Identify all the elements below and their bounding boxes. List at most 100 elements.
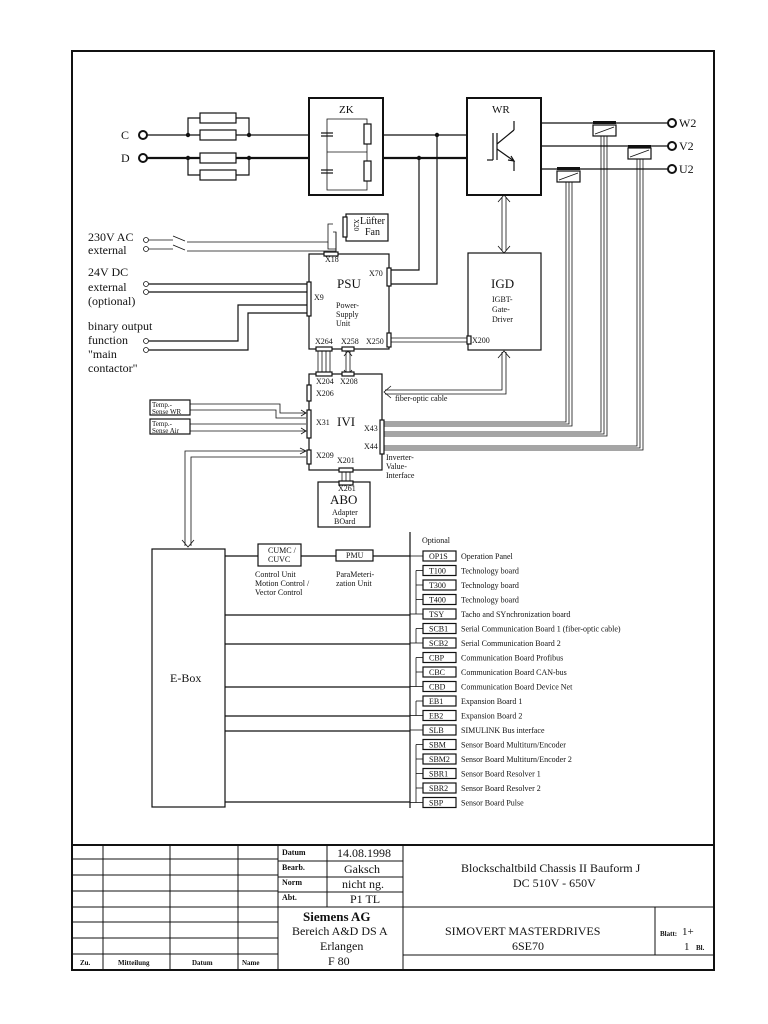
- option-module-box: [422, 666, 457, 678]
- output-v2-label: V2: [679, 139, 694, 153]
- fan-label-en: Fan: [365, 227, 380, 238]
- company-line-3: F 80: [328, 954, 350, 968]
- binary-output-sub3: contactor": [88, 361, 138, 375]
- option-module-box: [422, 680, 457, 693]
- option-module-code: SBM: [429, 741, 446, 750]
- cumc-desc-2: Motion Control /: [255, 579, 310, 588]
- wr-igd-link-icon: [497, 194, 511, 254]
- field-datum-label: Datum: [282, 848, 306, 857]
- option-module-code: CBC: [429, 668, 445, 677]
- ivi-x208-label: X208: [340, 377, 358, 386]
- psu-x258-label: X258: [341, 337, 359, 346]
- sensor-cables: [382, 136, 644, 451]
- pmu-desc-2: zation Unit: [336, 579, 373, 588]
- igd-desc-3: Driver: [492, 315, 513, 324]
- pmu-block: PMU: [335, 549, 374, 562]
- ebox-ivi-link: [181, 447, 307, 548]
- fuse-group-c-icon: [185, 112, 252, 141]
- option-module-description: Sensor Board Resolver 1: [461, 770, 541, 779]
- sheet-total-label: Bl.: [696, 944, 705, 952]
- option-module-code: SCB1: [429, 625, 448, 634]
- abo-title: ABO: [330, 492, 357, 507]
- ebox-label: E-Box: [170, 671, 201, 685]
- sheet-total: 1: [684, 941, 690, 953]
- option-module-code: SBR1: [429, 770, 448, 779]
- option-module-code: SBM2: [429, 755, 450, 764]
- cumc-label-1: CUMC /: [268, 546, 297, 555]
- ivi-x209-label: X209: [316, 451, 334, 460]
- terminal-c-icon: [138, 130, 148, 140]
- optional-header: Optional: [422, 536, 451, 545]
- option-module-box: [422, 782, 457, 794]
- option-module-code: TSY: [429, 610, 444, 619]
- ivi-desc-2: Value-: [386, 462, 407, 471]
- current-sensor-u2-icon: [556, 167, 581, 183]
- dc-input-label: 24V DC: [88, 265, 128, 279]
- option-module-code: SLB: [429, 726, 444, 735]
- rev-header-name: Name: [242, 959, 260, 967]
- option-module-box: [422, 724, 457, 736]
- ivi-x44-label: X44: [364, 442, 378, 451]
- psu-desc-3: Unit: [336, 319, 351, 328]
- option-module-code: T100: [429, 567, 446, 576]
- psu-ivi-links: [317, 350, 353, 376]
- option-module-box: [422, 738, 457, 751]
- psu-x264-label: X264: [315, 337, 333, 346]
- psu-x70-label: X70: [369, 269, 383, 278]
- option-module-box: [422, 593, 457, 606]
- temp-sense-wr-block: Temp.- Sense WR: [149, 399, 191, 416]
- company-line-1: Bereich A&D DS A: [292, 924, 388, 938]
- fan-block: X20 Lüfter Fan: [342, 213, 389, 242]
- company-name: Siemens AG: [303, 909, 371, 924]
- temp-wr-line1: Temp.-: [152, 401, 173, 409]
- ivi-desc-1: Inverter-: [386, 453, 414, 462]
- option-module-description: Communication Board Device Net: [461, 683, 573, 692]
- option-module-description: Technology board: [461, 567, 519, 576]
- option-module-box: [422, 550, 457, 562]
- igd-title: IGD: [491, 276, 514, 291]
- option-module-box: [422, 709, 457, 722]
- output-u2-terminal-icon: [667, 164, 677, 174]
- option-module-code: EB2: [429, 712, 443, 721]
- ivi-block: X204 X208 X206 X31 IVI X43 X44 X209 X201: [306, 371, 385, 473]
- temp-air-line2: Sense Air: [152, 427, 180, 435]
- temp-sense-air-block: Temp.- Sense Air: [149, 418, 191, 435]
- option-module-description: Serial Communication Board 2: [461, 639, 561, 648]
- temp-air-line1: Temp.-: [152, 420, 173, 428]
- pmu-desc-1: ParaMeteri-: [336, 570, 375, 579]
- field-abt-label: Abt.: [282, 893, 297, 902]
- terminal-d-label: D: [121, 151, 130, 165]
- option-module-box: [422, 651, 457, 664]
- dc-input-sub1: external: [88, 280, 127, 294]
- abo-desc-1: Adapter: [332, 508, 358, 517]
- field-norm-label: Norm: [282, 878, 302, 887]
- fan-label-de: Lüfter: [360, 216, 386, 227]
- psu-x18-label: X18: [325, 255, 339, 264]
- psu-x250-label: X250: [366, 337, 384, 346]
- option-module-description: Technology board: [461, 581, 519, 590]
- option-module-description: Technology board: [461, 596, 519, 605]
- field-norm-value: nicht ng.: [342, 877, 384, 891]
- ivi-x201-label: X201: [337, 456, 355, 465]
- field-datum-value: 14.08.1998: [337, 846, 391, 860]
- zk-label: ZK: [339, 104, 354, 116]
- option-module-box: [422, 564, 457, 577]
- abo-desc-2: BOard: [334, 517, 355, 526]
- product-name: SIMOVERT MASTERDRIVES: [445, 924, 600, 938]
- drawing-title-line1: Blockschaltbild Chassis II Bauform J: [461, 861, 641, 875]
- ac-input-sub: external: [88, 243, 127, 257]
- psu-x9-label: X9: [314, 293, 324, 302]
- fiber-optic-label: fiber-optic cable: [395, 394, 448, 403]
- option-module-description: Sensor Board Resolver 2: [461, 784, 541, 793]
- field-abt-value: P1 TL: [350, 892, 380, 906]
- igd-desc-1: IGBT-: [492, 295, 513, 304]
- ivi-x206-label: X206: [316, 389, 334, 398]
- zk-dc-link-block: ZK: [308, 97, 384, 196]
- field-bearb-label: Bearb.: [282, 863, 305, 872]
- ivi-desc-3: Interface: [386, 471, 415, 480]
- breaker-icon: [172, 235, 186, 251]
- title-block: Zu. Mitteilung Datum Name Datum 14.08.19…: [72, 844, 714, 970]
- igbt-icon: [487, 121, 516, 171]
- sheet-label: Blatt:: [660, 930, 677, 938]
- ivi-x43-label: X43: [364, 424, 378, 433]
